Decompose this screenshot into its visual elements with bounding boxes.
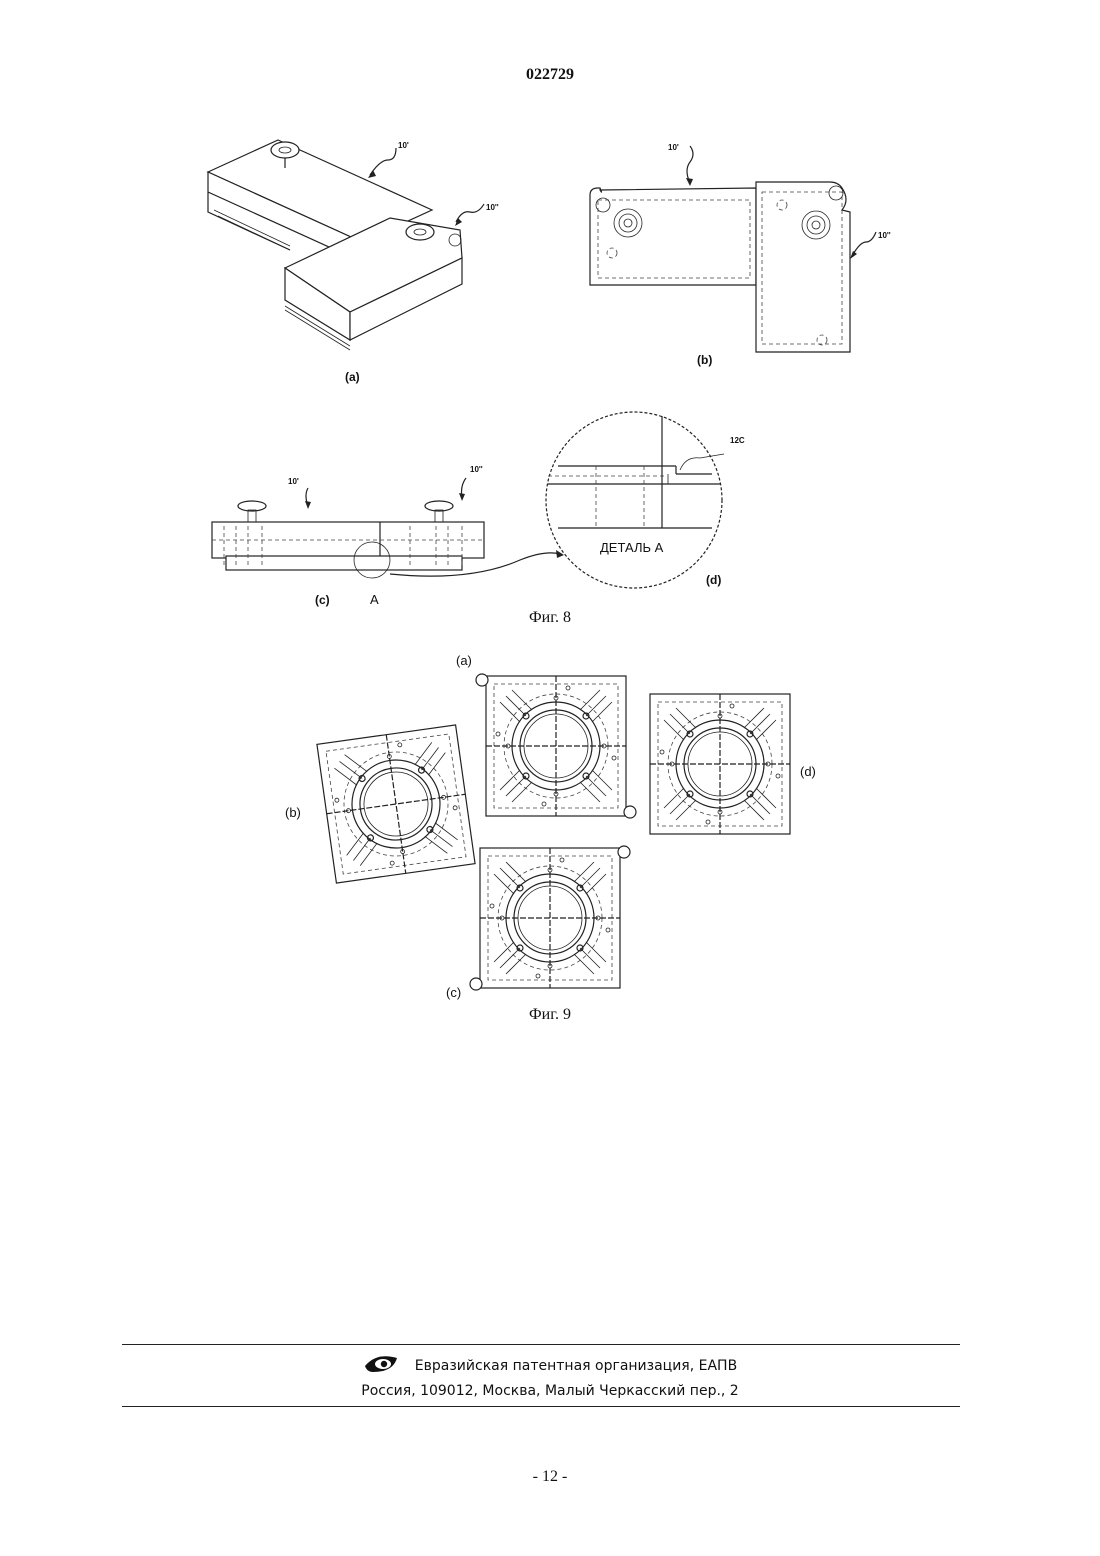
footer-organization: Евразийская патентная организация, ЕАПВ bbox=[415, 1358, 737, 1374]
fig8a-ref-10-double: 10'' bbox=[486, 203, 499, 212]
fig8b-ref-10-prime: 10' bbox=[668, 143, 679, 152]
fig8-panel-c: 10' 10'' (c) A bbox=[212, 465, 564, 607]
fig9-label-a: (a) bbox=[456, 653, 472, 668]
fig8a-label: (a) bbox=[345, 370, 360, 384]
fig8b-ref-10-double: 10'' bbox=[878, 231, 891, 240]
fig8c-ref-10-double: 10'' bbox=[470, 465, 483, 474]
page-number: - 12 - bbox=[0, 1468, 1100, 1486]
fig9-plate-a bbox=[476, 674, 636, 818]
fig8d-detail-title: ДЕТАЛЬ А bbox=[600, 540, 664, 555]
fig8c-detail-marker: A bbox=[370, 592, 379, 607]
fig9-plate-d bbox=[650, 694, 790, 834]
fig9-plate-b bbox=[317, 725, 475, 883]
fig8a-ref-10-prime: 10' bbox=[398, 141, 409, 150]
footer-bottom-rule bbox=[122, 1406, 960, 1407]
fig8d-ref-12c: 12C bbox=[730, 436, 745, 445]
figure-9-drawing: (a) (b) (c) (d) bbox=[0, 640, 1100, 1010]
fig8b-label: (b) bbox=[697, 353, 712, 367]
fig8d-label: (d) bbox=[706, 573, 721, 587]
figure-8-drawing: 10' 10'' (a) 10' 10'' (b) bbox=[0, 0, 1100, 640]
fig9-label-b: (b) bbox=[285, 805, 301, 820]
eapo-eye-icon bbox=[363, 1354, 401, 1378]
footer-top-rule bbox=[122, 1344, 960, 1345]
fig8c-ref-10-prime: 10' bbox=[288, 477, 299, 486]
fig8c-label: (c) bbox=[315, 593, 330, 607]
figure-9-caption: Фиг. 9 bbox=[0, 1006, 1100, 1024]
fig8-panel-a: 10' 10'' (a) bbox=[208, 140, 499, 384]
fig8-panel-d: 12C ДЕТАЛЬ А (d) bbox=[546, 412, 745, 588]
footer-address: Россия, 109012, Москва, Малый Черкасский… bbox=[0, 1383, 1100, 1399]
fig9-label-c: (c) bbox=[446, 985, 461, 1000]
figure-8-caption: Фиг. 8 bbox=[0, 609, 1100, 627]
fig9-plate-c bbox=[470, 846, 630, 990]
fig8-panel-b: 10' 10'' (b) bbox=[590, 143, 891, 367]
fig9-label-d: (d) bbox=[800, 764, 816, 779]
footer-organization-line: Евразийская патентная организация, ЕАПВ bbox=[0, 1354, 1100, 1378]
